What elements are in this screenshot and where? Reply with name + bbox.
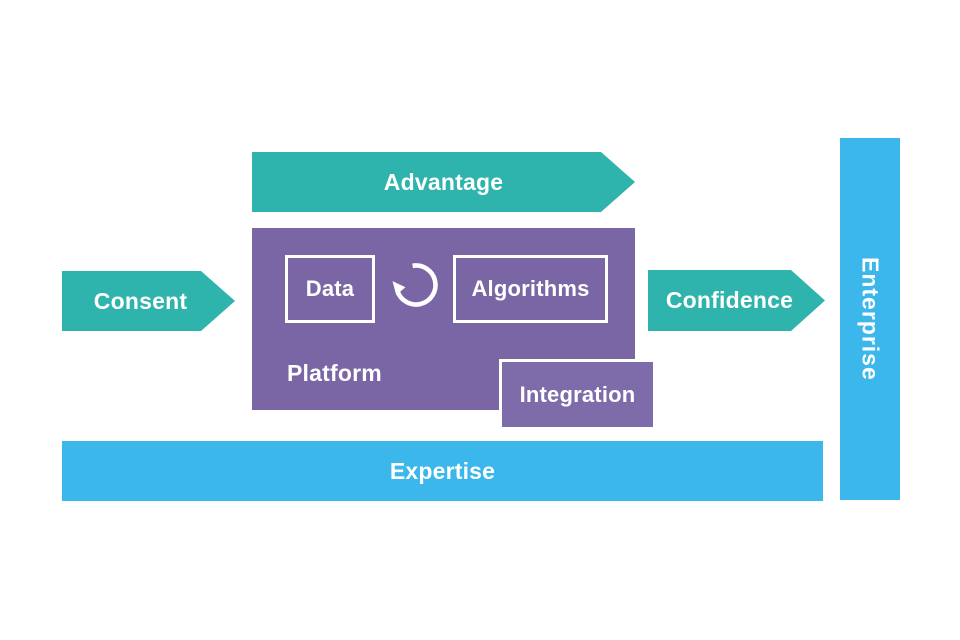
expertise-bar: Expertise <box>62 441 823 501</box>
expertise-label: Expertise <box>389 457 496 484</box>
refresh-cycle-icon <box>392 263 438 307</box>
algorithms-box: Algorithms <box>453 255 608 323</box>
data-label: Data <box>305 276 355 301</box>
consent-label: Consent <box>93 287 188 314</box>
advantage-label: Advantage <box>383 168 504 195</box>
platform-label: Platform <box>287 360 382 386</box>
integration-label: Integration <box>519 381 636 407</box>
data-box: Data <box>285 255 375 323</box>
confidence-arrow: Confidence <box>648 270 825 331</box>
enterprise-label: Enterprise <box>857 257 884 381</box>
algorithms-label: Algorithms <box>471 276 590 301</box>
confidence-label: Confidence <box>665 287 794 313</box>
consent-arrow: Consent <box>62 271 235 331</box>
integration-box: Integration <box>499 359 656 430</box>
enterprise-bar: Enterprise <box>840 138 900 500</box>
advantage-arrow: Advantage <box>252 152 635 212</box>
platform-box: Data Algorithms Platform <box>252 228 635 410</box>
